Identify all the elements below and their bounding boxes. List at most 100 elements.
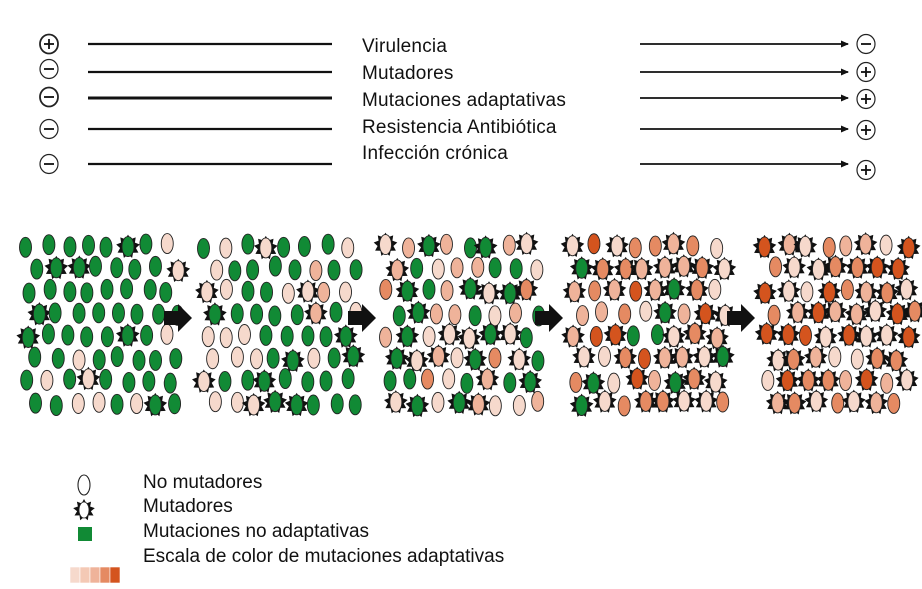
- bacterium: [507, 347, 531, 371]
- bacterium: [142, 370, 156, 392]
- bacterium: [618, 303, 632, 325]
- population-stage-3: [373, 231, 546, 418]
- trait-start-sign-0: [39, 33, 59, 55]
- population-stage-5: [752, 232, 922, 415]
- bacterium: [112, 302, 125, 324]
- bacterium: [306, 394, 320, 416]
- bacterium: [160, 233, 174, 255]
- bacterium: [786, 300, 810, 324]
- bacterium: [589, 326, 603, 347]
- bacterium: [864, 390, 889, 415]
- bacterium: [383, 370, 397, 392]
- bacterium: [169, 348, 183, 369]
- bacterium: [241, 393, 266, 417]
- bacterium: [168, 393, 182, 415]
- bacterium: [605, 234, 629, 258]
- bacterium: [502, 234, 516, 256]
- bacterium: [884, 348, 909, 372]
- legend-label-mutator: Mutadores: [143, 496, 233, 517]
- bacterium: [519, 327, 533, 349]
- bacterium: [442, 368, 456, 390]
- bacterium: [498, 322, 523, 346]
- bacterium: [296, 279, 320, 303]
- bacterium: [477, 281, 501, 305]
- bacterium: [319, 370, 333, 392]
- legend-label-non-adaptive: Mutaciones no adaptativas: [143, 521, 370, 542]
- bacterium: [268, 255, 282, 277]
- bacterium: [317, 281, 331, 303]
- legend-icon-non-mutator: [77, 474, 91, 496]
- bacterium: [587, 233, 601, 255]
- bacterium: [16, 325, 41, 349]
- bacterium: [349, 259, 363, 281]
- bacterium: [581, 371, 606, 395]
- bacterium: [842, 389, 866, 413]
- bacterium: [651, 389, 675, 413]
- bacterium: [241, 233, 255, 255]
- bacterium: [92, 391, 106, 413]
- bacterium: [100, 326, 114, 348]
- bacterium: [603, 322, 628, 347]
- bacterium: [277, 236, 291, 258]
- bacterium: [531, 350, 545, 372]
- bacterium: [639, 300, 653, 322]
- bacterium: [61, 324, 75, 346]
- bacterium: [334, 324, 358, 348]
- bacterium: [458, 276, 483, 300]
- bacterium: [219, 327, 233, 349]
- bacterium: [845, 255, 870, 279]
- bacterium: [643, 277, 667, 302]
- bacterium: [329, 301, 343, 323]
- bacterium: [44, 255, 69, 280]
- bacterium: [116, 234, 140, 258]
- bacterium: [422, 278, 436, 300]
- bacterium: [132, 349, 146, 371]
- bacterium: [817, 280, 842, 304]
- bacterium: [863, 299, 888, 323]
- bacterium: [219, 237, 233, 259]
- bacterium: [80, 282, 94, 304]
- bacterium: [514, 231, 539, 255]
- bacterium: [246, 259, 260, 281]
- bacterium: [625, 366, 649, 390]
- bacterium: [71, 393, 85, 414]
- bacterium: [670, 345, 695, 369]
- bacterium: [903, 299, 922, 323]
- bacterium: [708, 278, 722, 300]
- bacterium: [379, 326, 392, 348]
- bacterium: [865, 255, 890, 279]
- bacterium: [475, 367, 500, 391]
- bacterium: [683, 321, 707, 345]
- bacterium: [392, 305, 406, 327]
- bacterium: [839, 235, 853, 257]
- bacterium: [692, 344, 717, 369]
- bacterium: [431, 391, 445, 413]
- bacterium: [806, 300, 831, 324]
- bacterium: [63, 236, 77, 258]
- bacterium: [116, 323, 140, 347]
- bacterium: [450, 257, 464, 279]
- bacterium: [478, 322, 503, 346]
- bacterium: [822, 236, 836, 258]
- stage-arrow-3: [727, 304, 755, 332]
- bacterium: [385, 257, 410, 282]
- stage-arrow-0: [164, 304, 192, 332]
- bacterium: [301, 325, 315, 347]
- bacterium: [130, 303, 144, 325]
- bacterium: [569, 371, 583, 393]
- bacterium: [417, 233, 441, 258]
- bacterium: [896, 325, 921, 349]
- bacterium: [159, 281, 173, 303]
- bacterium: [793, 234, 818, 258]
- bacterium: [230, 346, 244, 368]
- bacterium: [831, 392, 845, 414]
- bacterium: [837, 323, 861, 347]
- bacterium: [76, 366, 101, 391]
- bacterium: [775, 368, 800, 392]
- bacterium: [694, 389, 718, 413]
- bacterium: [686, 235, 700, 257]
- bacterium: [22, 282, 36, 304]
- bacterium: [648, 235, 662, 257]
- bacterium: [330, 393, 344, 415]
- bacterium: [886, 256, 910, 280]
